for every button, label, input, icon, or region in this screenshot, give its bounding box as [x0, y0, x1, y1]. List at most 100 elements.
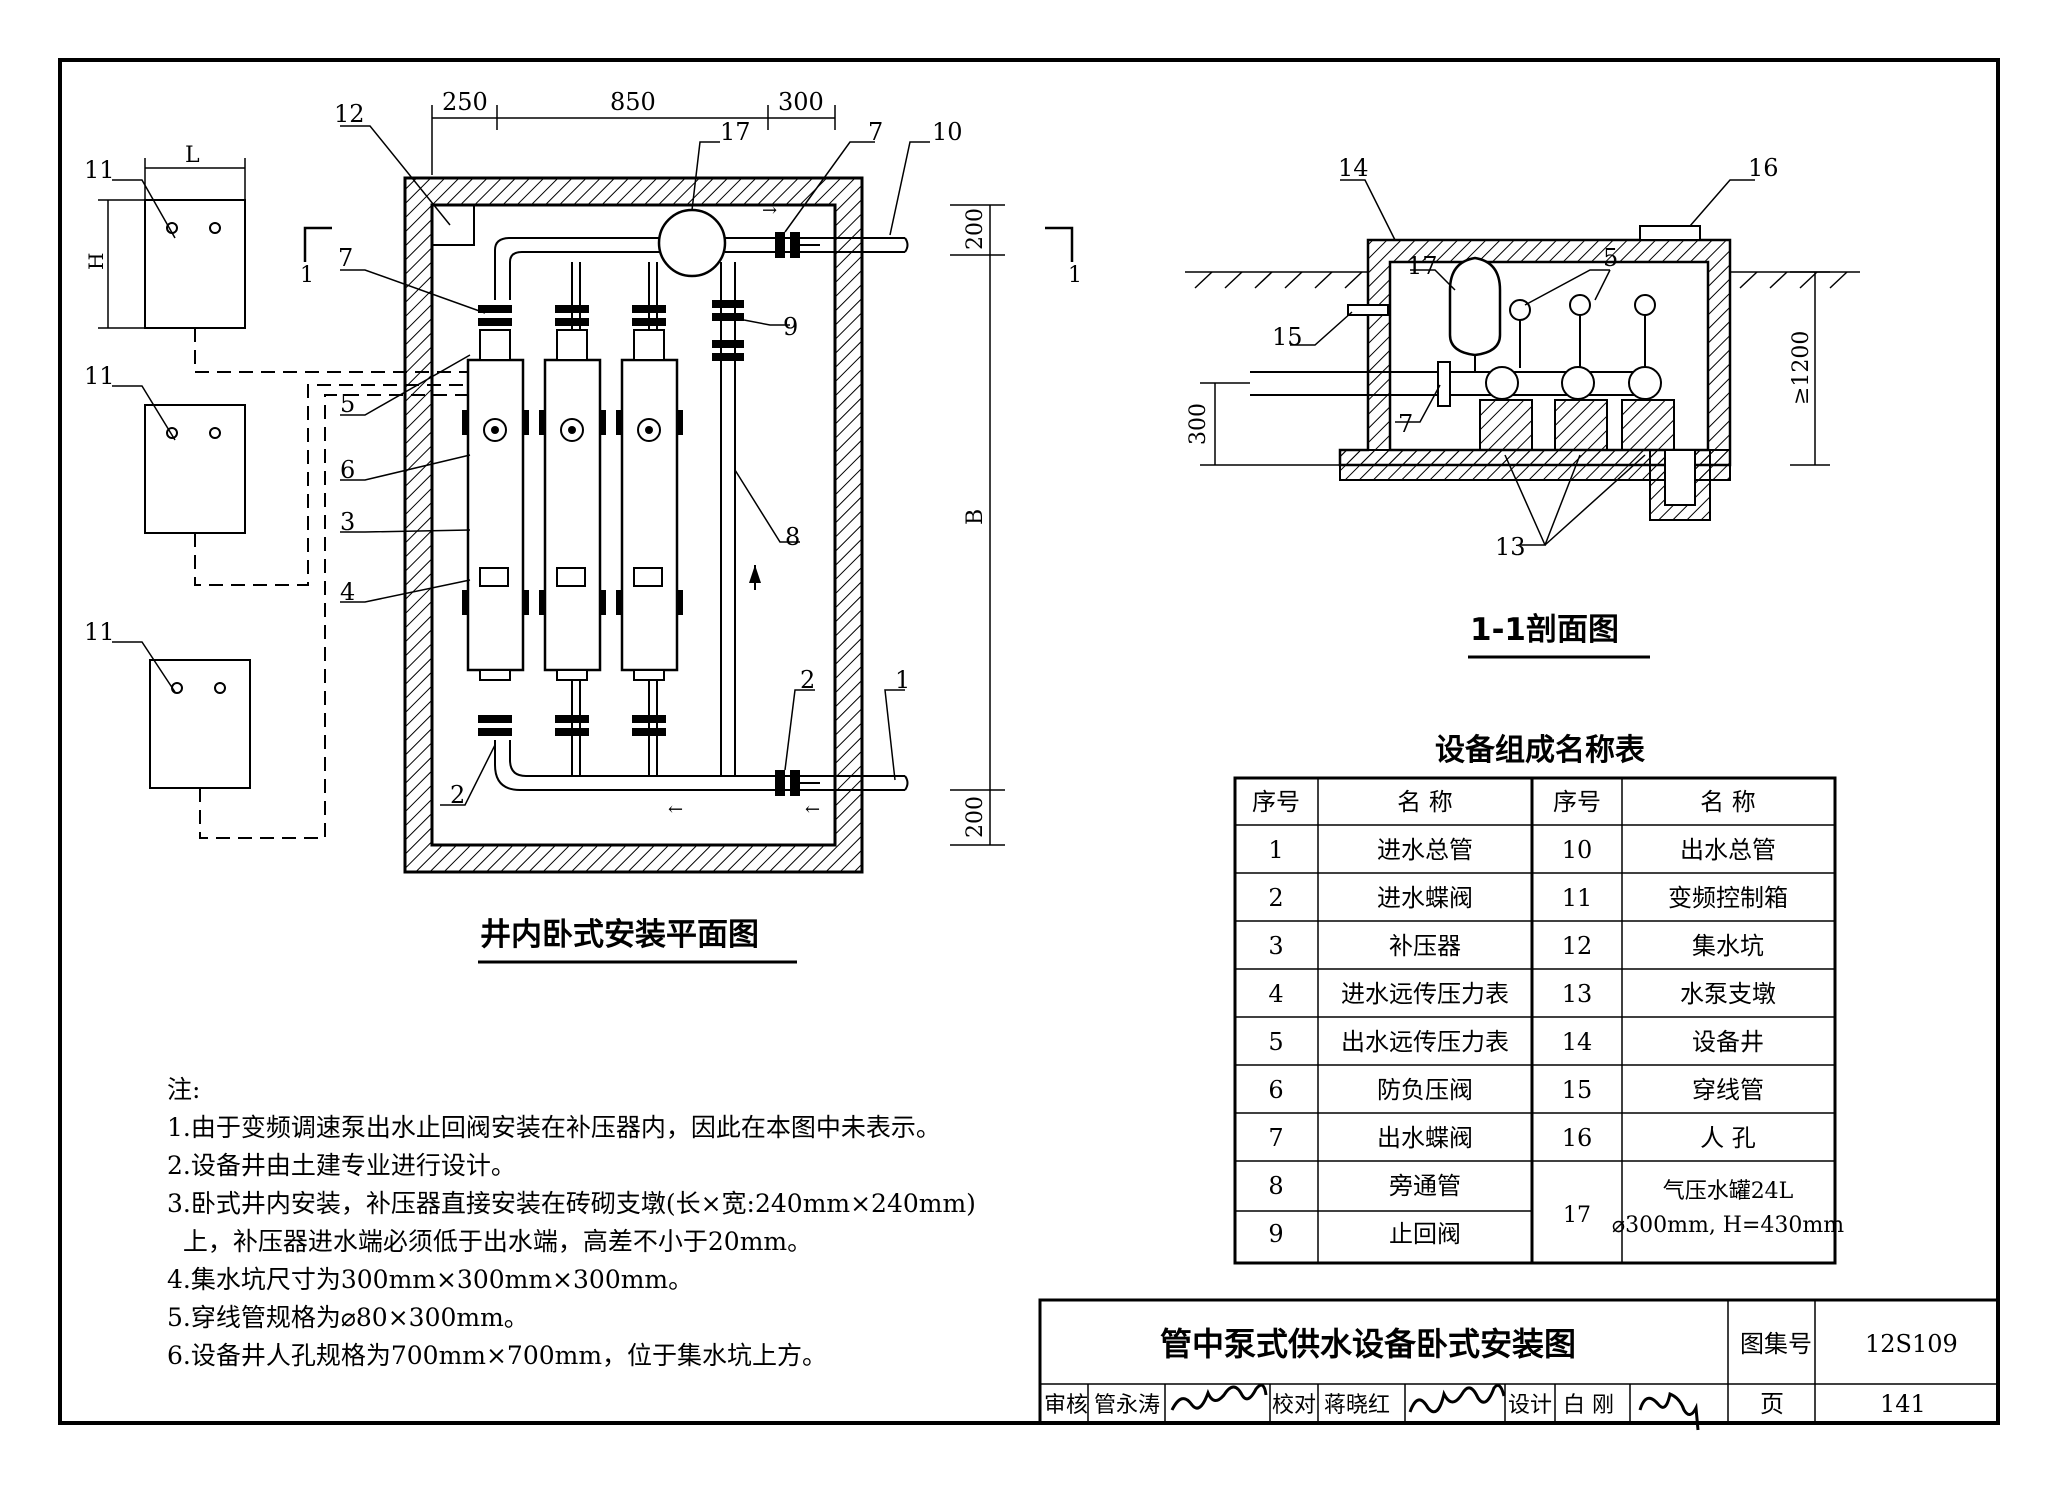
header-no-2: 序号	[1553, 788, 1601, 816]
svg-text:←: ←	[668, 799, 683, 820]
pump-units	[462, 262, 683, 776]
drawing-title: 管中泵式供水设备卧式安装图	[1160, 1325, 1576, 1363]
table-cell-no1: 4	[1268, 980, 1283, 1008]
table-cell-name2: 出水总管	[1680, 836, 1776, 864]
control-box-3	[149, 659, 251, 789]
table-cell-no1: 2	[1268, 884, 1283, 912]
section-view: ≥1200 300 14 16 17 5 15 7 13 1-1剖面图	[1185, 154, 1860, 659]
table-cell-no1: 8	[1268, 1172, 1283, 1200]
check-label: 校对	[1272, 1393, 1316, 1418]
designer-signature	[1638, 1391, 1700, 1431]
table-cell-name1: 出水蝶阀	[1377, 1124, 1473, 1152]
page-number: 141	[1880, 1390, 1926, 1418]
note-3: 3.卧式井内安装，补压器直接安装在砖砌支墩(长×宽:240mm×240mm)	[167, 1189, 976, 1218]
review-label: 审核	[1044, 1393, 1088, 1418]
callout-8: 8	[785, 523, 800, 551]
callout-4: 4	[340, 578, 355, 606]
note-1: 1.由于变频调速泵出水止回阀安装在补压器内，因此在本图中未表示。	[167, 1113, 941, 1142]
table-cell-name2: 集水坑	[1692, 932, 1764, 960]
table-cell-name1: 防负压阀	[1377, 1076, 1473, 1104]
dim-250: 250	[442, 88, 488, 116]
plan-view: 250 850 300 200 200 B 1 1 →	[84, 88, 1082, 964]
table-cell-no1: 6	[1268, 1076, 1283, 1104]
section-title: 1-1剖面图	[1470, 612, 1619, 648]
table-cell-no2: 10	[1562, 836, 1593, 864]
table-cell-no2: 15	[1562, 1076, 1593, 1104]
row-17-line2: ⌀300mm, H=430mm	[1612, 1213, 1844, 1238]
sump-pit	[431, 204, 475, 246]
section-callout-7: 7	[1398, 410, 1413, 438]
page-label: 页	[1760, 1390, 1784, 1418]
notes-heading: 注:	[167, 1075, 200, 1104]
callout-1: 1	[895, 666, 910, 694]
table-cell-no2: 11	[1562, 884, 1593, 912]
design-label: 设计	[1508, 1393, 1552, 1418]
note-2: 2.设备井由土建专业进行设计。	[167, 1151, 516, 1180]
table-cell-name2: 变频控制箱	[1668, 884, 1788, 912]
header-name-1: 名 称	[1397, 788, 1453, 816]
table-cell-no2: 13	[1562, 980, 1593, 1008]
table-cell-no1: 1	[1268, 836, 1283, 864]
dim-300-section: 300	[1186, 403, 1211, 445]
callout-2: 2	[800, 666, 815, 694]
control-box-1	[144, 199, 246, 329]
section-mark-right: 1	[1068, 263, 1082, 288]
section-callout-13: 13	[1495, 533, 1526, 561]
callout-11a: 11	[84, 156, 115, 184]
section-callout-17: 17	[1407, 252, 1438, 280]
table-cell-name2: 人 孔	[1700, 1124, 1756, 1152]
reviewer: 管永涛	[1094, 1393, 1160, 1418]
sheet-border	[58, 58, 2000, 1425]
dim-L: L	[185, 143, 200, 168]
dim-850: 850	[610, 88, 656, 116]
section-callout-15: 15	[1272, 323, 1303, 351]
section-callout-5: 5	[1603, 244, 1618, 272]
row-17-line1: 气压水罐24L	[1663, 1179, 1794, 1204]
table-cell-name1: 进水蝶阀	[1377, 884, 1473, 912]
atlas-label: 图集号	[1740, 1330, 1812, 1358]
callout-12: 12	[334, 100, 365, 128]
table-cell-no1: 3	[1268, 932, 1283, 960]
atlas-number: 12S109	[1865, 1330, 1958, 1358]
table-cell-no2: 12	[1562, 932, 1593, 960]
svg-text:→: →	[762, 200, 777, 221]
table-cell-name2: 设备井	[1692, 1028, 1764, 1056]
dim-depth: ≥1200	[1789, 331, 1814, 405]
dim-200-bottom: 200	[963, 796, 988, 838]
table-cell-no1: 5	[1268, 1028, 1283, 1056]
table-cell-name1: 旁通管	[1389, 1172, 1461, 1200]
callout-9: 9	[783, 313, 798, 341]
booster-2	[543, 358, 602, 672]
callout-2b: 2	[450, 781, 465, 809]
dim-H: H	[84, 253, 108, 270]
table-cell-name1: 出水远传压力表	[1341, 1028, 1509, 1056]
header-no-1: 序号	[1252, 788, 1300, 816]
table-cell-name2: 水泵支墩	[1680, 980, 1776, 1008]
title-block: 管中泵式供水设备卧式安装图 图集号 12S109 页 141 审核 管永涛 校对…	[1038, 1298, 2000, 1431]
table-cell-name1: 进水远传压力表	[1341, 980, 1509, 1008]
callout-10: 10	[932, 118, 963, 146]
table-cell-no2: 16	[1562, 1124, 1593, 1152]
callout-11b: 11	[84, 362, 115, 390]
section-callout-14: 14	[1338, 154, 1369, 182]
dim-B: B	[963, 509, 988, 525]
dim-300: 300	[778, 88, 824, 116]
callout-11c: 11	[84, 618, 115, 646]
callout-7b: 7	[868, 118, 883, 146]
checker-signature	[1408, 1383, 1506, 1414]
callout-17: 17	[720, 118, 751, 146]
callout-7: 7	[338, 244, 353, 272]
section-mark-left: 1	[300, 263, 314, 288]
designer: 白 刚	[1563, 1393, 1614, 1418]
section-callout-16: 16	[1748, 154, 1779, 182]
note-6: 6.设备井人孔规格为700mm×700mm，位于集水坑上方。	[167, 1341, 827, 1370]
table-cell-no1: 7	[1268, 1124, 1283, 1152]
svg-text:←: ←	[805, 799, 820, 820]
booster-1	[466, 358, 525, 672]
plan-title: 井内卧式安装平面图	[480, 917, 759, 953]
table-title: 设备组成名称表	[1435, 733, 1645, 768]
note-4: 4.集水坑尺寸为300mm×300mm×300mm。	[167, 1265, 693, 1294]
section-tank	[1448, 256, 1502, 357]
